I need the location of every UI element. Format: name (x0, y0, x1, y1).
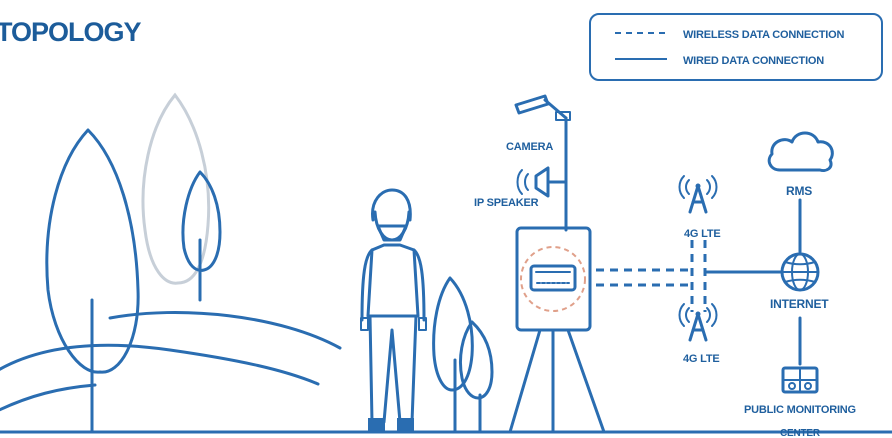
lte-top-label: 4G LTE (684, 228, 721, 240)
lte-bottom-label: 4G LTE (683, 353, 720, 365)
ip-speaker-icon (518, 168, 567, 196)
cloud-icon (769, 133, 832, 171)
camera-icon (516, 96, 570, 120)
legend-wireless-label: WIRELESS DATA CONNECTION (683, 29, 844, 41)
cabinet (517, 228, 590, 330)
wireless-links (596, 240, 705, 312)
lte-tower-bottom-icon (680, 304, 717, 340)
tripod (510, 330, 604, 432)
tree-right-icon (434, 278, 492, 432)
rms-label: RMS (786, 184, 812, 198)
monitoring-center-icon (783, 368, 817, 392)
tree-large-icon (47, 130, 138, 432)
monitoring-label-line2: CENTER (780, 428, 821, 438)
person-icon (361, 190, 426, 432)
diagram-title: TOPOLOGY (0, 17, 142, 47)
router-icon (531, 266, 575, 290)
internet-label: INTERNET (770, 297, 829, 311)
lte-tower-top-icon (680, 176, 717, 212)
camera-label: CAMERA (506, 141, 553, 153)
globe-icon (782, 254, 818, 290)
ip-speaker-label: IP SPEAKER (474, 197, 539, 209)
legend: WIRELESS DATA CONNECTION WIRED DATA CONN… (590, 14, 882, 80)
legend-wired-label: WIRED DATA CONNECTION (683, 55, 824, 67)
monitoring-label-line1: PUBLIC MONITORING (744, 404, 856, 416)
road (0, 312, 480, 432)
